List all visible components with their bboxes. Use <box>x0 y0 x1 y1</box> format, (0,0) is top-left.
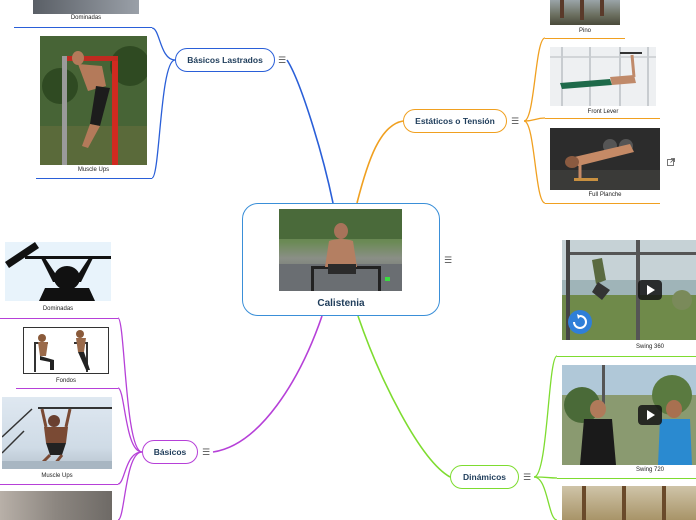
leaf-caption-muscle-ups-lastrados: Muscle Ups <box>40 167 147 173</box>
central-menu-icon[interactable]: ☰ <box>444 256 452 265</box>
video-thumbnail-icon <box>562 486 696 520</box>
dips-photo-icon <box>24 328 108 373</box>
central-topic-title: Calistenia <box>243 298 439 309</box>
leaf-video-swing-720[interactable] <box>562 365 696 465</box>
swing-720-thumbnail-icon <box>562 365 696 465</box>
leaf-caption-dominadas-lastrados: Dominadas <box>33 15 139 21</box>
leaf-image-basicos-4 <box>0 491 112 520</box>
planche-photo-icon <box>550 128 660 190</box>
topic-basicos-lastrados-label: Básicos Lastrados <box>187 55 263 65</box>
leaf-image-pino <box>550 0 620 25</box>
leaf-image-full-planche <box>550 128 660 190</box>
leaf-image-muscle-ups-basicos <box>2 397 112 469</box>
pull-up-photo-icon <box>5 242 111 301</box>
external-link-icon[interactable] <box>667 158 675 168</box>
leaf-image-muscle-ups-lastrados <box>40 36 147 165</box>
leaf-caption-dominadas-basicos: Dominadas <box>5 306 111 312</box>
leaf-underline <box>0 484 118 485</box>
topic-dinamicos[interactable]: Dinámicos <box>450 465 519 489</box>
basicos-menu-icon[interactable]: ☰ <box>202 448 210 457</box>
topic-basicos-lastrados[interactable]: Básicos Lastrados <box>175 48 275 72</box>
topic-basicos[interactable]: Básicos <box>142 440 198 464</box>
leaf-image-front-lever <box>550 47 656 106</box>
leaf-underline <box>545 203 660 204</box>
topic-dinamicos-label: Dinámicos <box>463 472 506 482</box>
leaf-caption-full-planche: Full Planche <box>550 192 660 198</box>
leaf-image-dominadas-basicos <box>5 242 111 301</box>
leaf-underline <box>16 388 118 389</box>
leaf-underline <box>14 27 152 28</box>
leaf-caption-front-lever: Front Lever <box>550 109 656 115</box>
leaf-underline <box>557 478 696 479</box>
topic-basicos-label: Básicos <box>154 447 187 457</box>
leaf-video-swing-360[interactable] <box>562 240 696 340</box>
leaf-image-dominadas-lastrados <box>33 0 139 14</box>
replay-icon[interactable] <box>568 310 592 334</box>
muscle-up-photo-icon <box>2 397 112 469</box>
leaf-caption-muscle-ups-basicos: Muscle Ups <box>2 473 112 479</box>
leaf-caption-fondos: Fondos <box>23 378 109 384</box>
play-icon[interactable] <box>638 280 662 300</box>
central-topic[interactable]: Calistenia <box>242 203 440 316</box>
leaf-underline <box>0 318 118 319</box>
topic-estaticos-tension[interactable]: Estáticos o Tensión <box>403 109 507 133</box>
central-topic-image <box>279 209 402 291</box>
front-lever-photo-icon <box>550 47 656 106</box>
leaf-image-fondos <box>23 327 109 374</box>
leaf-caption-swing-360: Swing 360 <box>615 344 685 350</box>
leaf-caption-pino: Pino <box>550 28 620 34</box>
estaticos-menu-icon[interactable]: ☰ <box>511 117 519 126</box>
leaf-underline <box>545 38 625 39</box>
leaf-caption-swing-720: Swing 720 <box>615 467 685 473</box>
leaf-underline <box>545 118 660 119</box>
play-icon[interactable] <box>638 405 662 425</box>
basicos-lastrados-menu-icon[interactable]: ☰ <box>278 56 286 65</box>
topic-estaticos-tension-label: Estáticos o Tensión <box>415 116 495 126</box>
leaf-underline <box>557 356 696 357</box>
leaf-underline <box>36 178 152 179</box>
athlete-photo-icon <box>279 209 402 291</box>
dinamicos-menu-icon[interactable]: ☰ <box>523 473 531 482</box>
muscle-up-photo-icon <box>40 36 147 165</box>
handstand-photo-icon <box>550 0 620 25</box>
leaf-video-dinamicos-3[interactable] <box>562 486 696 520</box>
